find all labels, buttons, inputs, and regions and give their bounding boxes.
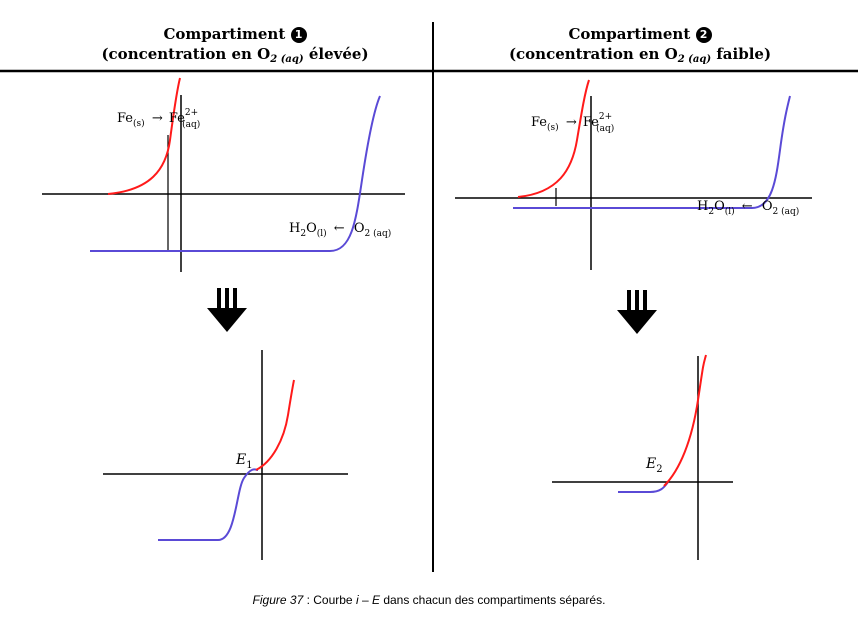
- compartment-2-header: Compartiment 2 (concentration en O2 (aq)…: [440, 24, 840, 70]
- caption-i: i: [355, 593, 359, 607]
- compartment-2-species: O: [664, 45, 678, 63]
- plot-1-top: Fe(s) → Fe2+(aq) H2O(l) ← O2 (aq): [42, 77, 405, 272]
- plot-2-bottom-reduction-curve: [618, 481, 669, 493]
- plot-2-top-reduction-label: H2O(l) ← O2 (aq): [697, 199, 799, 218]
- compartment-1-species: O: [257, 45, 271, 63]
- caption-rest: dans chacun des compartiments séparés.: [379, 593, 606, 607]
- plot-2-bottom-oxidation-curve: [663, 354, 707, 487]
- plot-1-top-reduction-curve: [90, 95, 381, 252]
- compartment-2-number: 2: [695, 27, 712, 43]
- down-arrow-1-icon: [207, 288, 247, 332]
- plot-2-top-reduction-curve: [513, 95, 791, 209]
- plot-1-bottom-reduction-curve: [158, 468, 259, 541]
- compartment-2-condition-prefix: (concentration en: [508, 45, 660, 63]
- plot-1-top-oxidation-curve: [107, 77, 181, 195]
- caption-dash: –: [358, 593, 372, 607]
- compartment-2-condition-suffix: faible): [716, 45, 772, 63]
- caption-figure-number: Figure 37: [252, 593, 304, 607]
- compartment-1-species-sub: 2 (aq): [270, 54, 304, 65]
- plot-1-top-reduction-label: H2O(l) ← O2 (aq): [289, 221, 391, 240]
- plot-1-bottom-oxidation-curve: [255, 379, 295, 471]
- compartment-1-header: Compartiment 1 (concentration en O2 (aq)…: [40, 24, 430, 70]
- compartment-1-condition-prefix: (concentration en: [101, 45, 252, 63]
- figure-caption: Figure 37 : Courbe i – E dans chacun des…: [0, 593, 858, 607]
- e2-label: E2: [645, 456, 663, 475]
- compartment-1-title: Compartiment: [163, 25, 286, 43]
- plot-1-bottom: E1: [103, 350, 348, 560]
- diagram-canvas: Fe(s) → Fe2+(aq) H2O(l) ← O2 (aq) Fe(s) …: [0, 22, 858, 572]
- compartment-2-species-sub: 2 (aq): [677, 54, 712, 65]
- compartment-1-condition-suffix: élevée): [308, 45, 369, 63]
- compartment-2-title: Compartiment: [568, 25, 691, 43]
- compartment-1-number: 1: [290, 27, 307, 43]
- down-arrow-2-icon: [617, 290, 657, 334]
- caption-e: E: [371, 593, 380, 607]
- caption-sep: : Courbe: [303, 593, 356, 607]
- plot-2-top-oxidation-label: Fe(s) → Fe2+(aq): [531, 112, 614, 134]
- plot-2-top-oxidation-curve: [517, 79, 590, 198]
- plot-1-top-oxidation-label: Fe(s) → Fe2+(aq): [117, 108, 200, 130]
- e1-label: E1: [235, 452, 253, 471]
- plot-2-bottom: E2: [552, 354, 733, 560]
- plot-2-top: Fe(s) → Fe2+(aq) H2O(l) ← O2 (aq): [455, 79, 812, 270]
